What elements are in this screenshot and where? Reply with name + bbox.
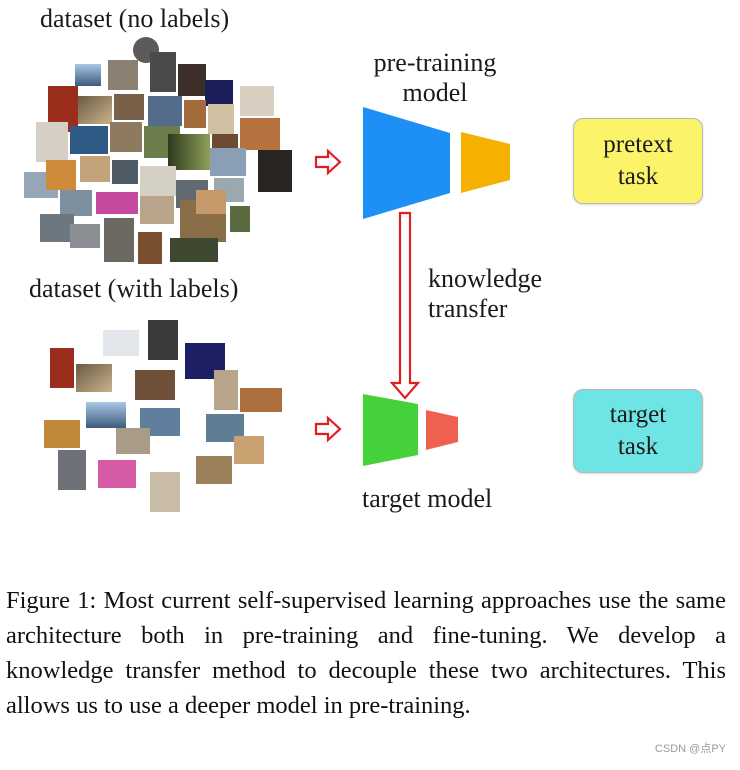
figure-caption: Figure 1: Most current self-supervised l…	[6, 587, 726, 719]
dataset-no-labels-label: dataset (no labels)	[40, 4, 230, 33]
unlabeled-image-collage	[24, 37, 292, 264]
figure-graphics	[24, 37, 510, 512]
pretraining-model-line1: pre-training	[373, 48, 497, 77]
knowledge-transfer-arrow-icon	[389, 211, 421, 400]
dataset-with-labels-label: dataset (with labels)	[29, 274, 239, 303]
target-encoder-shape	[363, 394, 418, 466]
bottom-flow-arrow-icon	[314, 415, 342, 443]
pretext-task-box: pretext task	[573, 118, 703, 204]
labeled-image-collage	[44, 320, 282, 512]
target-head-shape	[426, 410, 458, 450]
target-task-line1: target	[609, 401, 667, 428]
target-task-box: target task	[573, 389, 703, 473]
watermark: CSDN @点PY	[654, 743, 726, 755]
pretraining-model-line2: model	[402, 78, 468, 107]
pretraining-model-label: pre-training model	[340, 48, 530, 108]
pretext-task-line1: pretext	[603, 131, 673, 158]
pretraining-head-shape	[461, 132, 510, 193]
target-task-line2: task	[617, 433, 659, 460]
top-flow-arrow-icon	[314, 148, 342, 176]
target-model-label: target model	[362, 484, 493, 513]
knowledge-transfer-line2: transfer	[428, 294, 508, 323]
pretext-task-line2: task	[617, 163, 659, 190]
pretraining-encoder-shape	[363, 107, 450, 219]
knowledge-transfer-label: knowledge transfer	[428, 264, 542, 324]
knowledge-transfer-line1: knowledge	[428, 264, 543, 293]
